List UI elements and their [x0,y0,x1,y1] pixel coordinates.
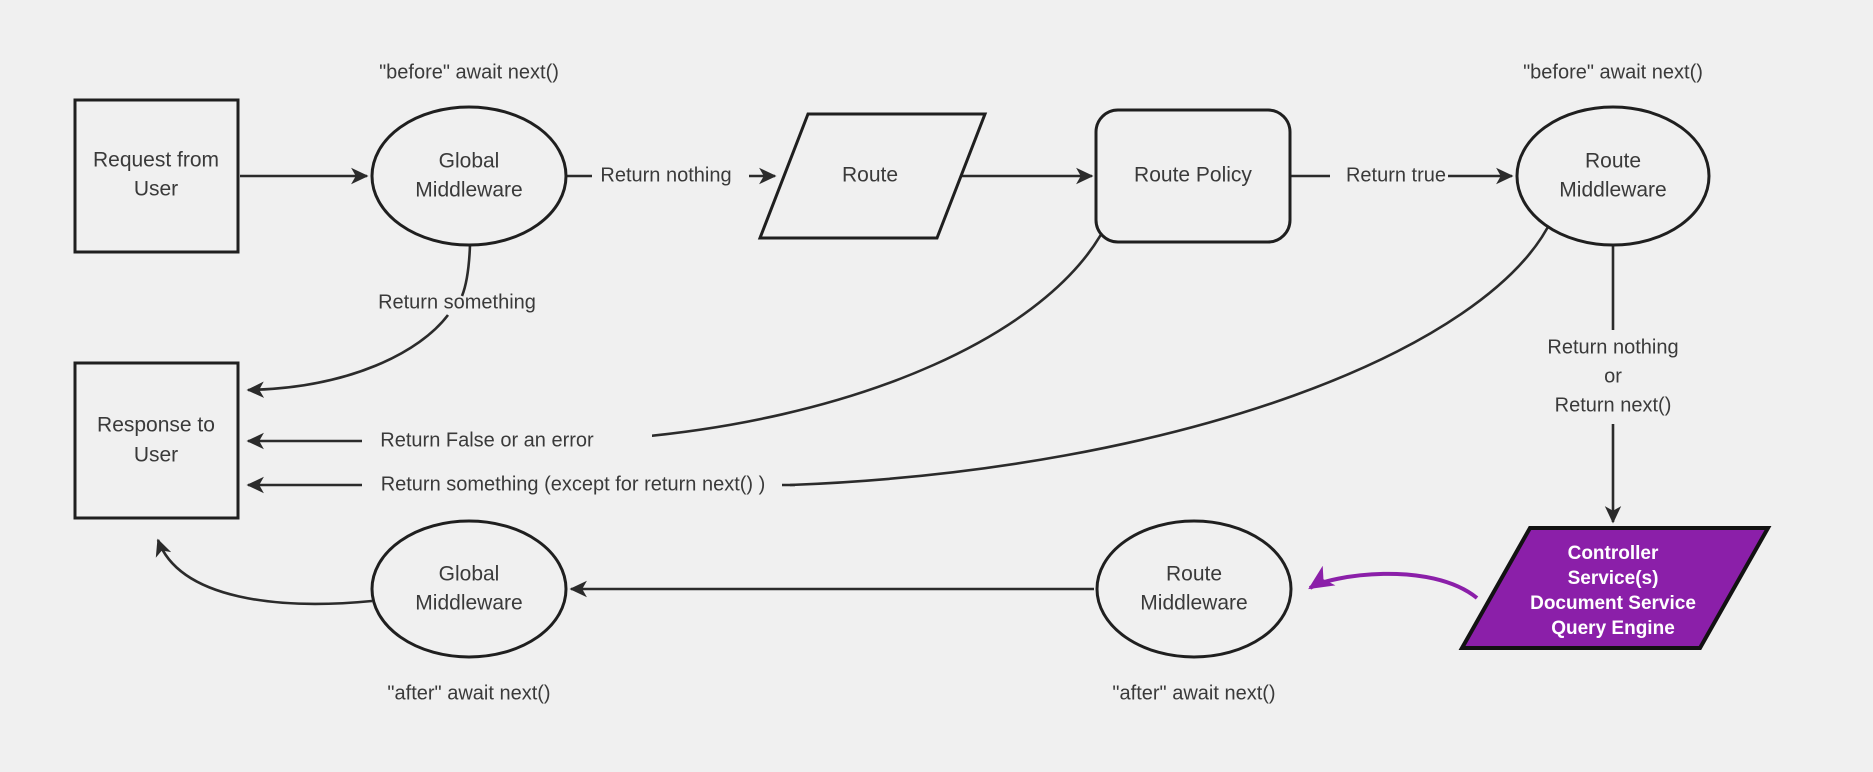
edge-label-return-nothing: Return nothing [600,164,731,186]
request-from-user-label-line1: Request from [93,149,219,172]
route-middleware-top-label-line2: Middleware [1559,179,1666,202]
node-response-to-user[interactable]: Response to User [73,361,240,520]
global-middleware-top-label-line2: Middleware [415,179,522,202]
annotation-after-await-next-global: "after" await next() [387,682,550,704]
annotation-after-await-next-route: "after" await next() [1112,682,1275,704]
node-route-policy[interactable]: Route Policy [1094,108,1292,244]
route-label: Route [842,164,898,187]
controller-services-shape [1458,526,1772,650]
node-global-middleware-top[interactable]: Global Middleware [370,105,568,247]
edge-policy-return-false-curve [599,216,1112,442]
route-middleware-bottom-label-line2: Middleware [1140,592,1247,615]
edge-global-middleware-bottom-to-response [155,538,373,606]
annotation-before-await-next-route: "before" await next() [1523,61,1703,83]
edge-label-return-nothing-or-next-line3: Return next() [1555,394,1672,416]
edge-label-return-nothing-or-next-line1: Return nothing [1547,336,1678,358]
route-middleware-top-shape [1515,105,1711,247]
edge-controller-to-route-middleware-bottom [1308,565,1479,600]
route-middleware-top-label-line1: Route [1585,150,1641,173]
node-route[interactable]: Route [757,112,988,240]
edge-global-return-something-stub-top [460,244,472,297]
response-to-user-shape [73,361,240,520]
node-controller-services[interactable]: Controller Service(s) Document Service Q… [1458,526,1772,650]
global-middleware-bottom-label-line2: Middleware [415,592,522,615]
edge-route-middleware-return-something-curve [789,218,1554,487]
route-middleware-bottom-label-line1: Route [1166,563,1222,586]
controller-services-label-line2: Service(s) [1568,568,1659,589]
edge-label-backdrop-return-false [362,427,652,455]
node-global-middleware-bottom[interactable]: Global Middleware [370,519,568,659]
response-to-user-label-line2: User [134,444,178,467]
route-policy-label: Route Policy [1134,164,1252,187]
route-middleware-bottom-shape [1095,519,1293,659]
controller-services-label-line1: Controller [1568,543,1659,564]
global-middleware-top-label-line1: Global [439,150,500,173]
annotation-before-await-next-global: "before" await next() [379,61,559,83]
controller-services-label-line4: Query Engine [1551,618,1675,639]
node-route-middleware-top[interactable]: Route Middleware [1515,105,1711,247]
route-shape [757,112,988,240]
edge-global-return-something-to-response [246,314,450,398]
edge-label-return-false-or-error: Return False or an error [380,429,594,451]
node-route-middleware-bottom[interactable]: Route Middleware [1095,519,1293,659]
edge-label-return-something: Return something [378,291,536,313]
controller-services-label-line3: Document Service [1530,593,1696,614]
request-from-user-label-line2: User [134,178,178,201]
request-from-user-shape [73,98,240,254]
global-middleware-top-shape [370,105,568,247]
edge-label-backdrop-return-something-except [362,471,782,499]
route-policy-shape [1094,108,1292,244]
global-middleware-bottom-shape [370,519,568,659]
global-middleware-bottom-label-line1: Global [439,563,500,586]
response-to-user-label-line1: Response to [97,414,215,437]
node-request-from-user[interactable]: Request from User [73,98,240,254]
edge-label-return-something-except-next: Return something (except for return next… [381,473,766,495]
edge-label-return-nothing-or-next-line2: or [1604,365,1622,387]
edge-label-return-true: Return true [1346,164,1446,186]
